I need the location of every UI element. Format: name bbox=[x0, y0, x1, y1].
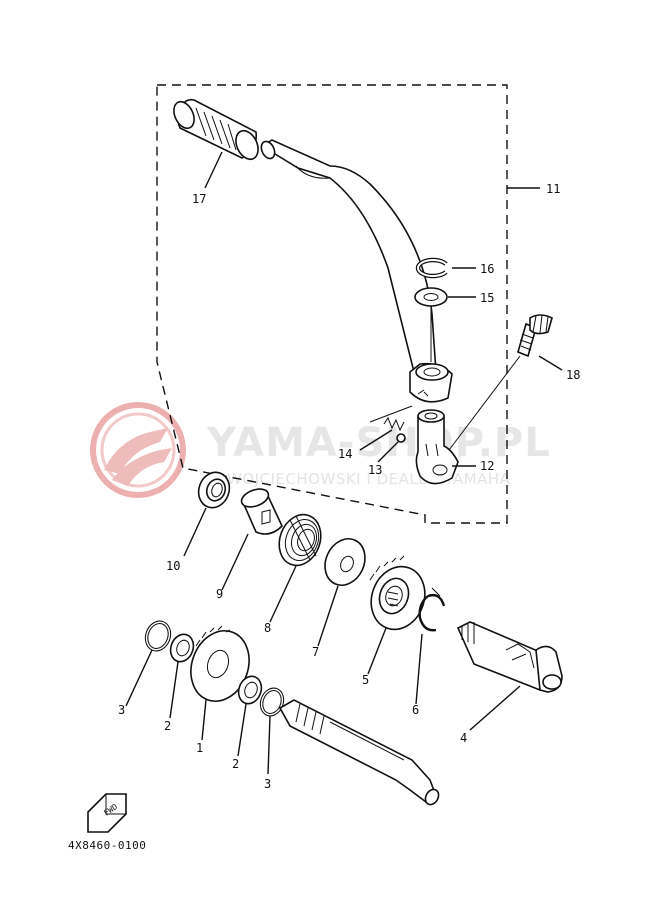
callout-8: 8 bbox=[264, 621, 271, 635]
callout-4: 4 bbox=[460, 731, 467, 745]
kick-axle-4 bbox=[456, 621, 563, 693]
circlip-3-upper bbox=[144, 620, 172, 652]
ratchet-5 bbox=[369, 555, 426, 631]
callout-6: 6 bbox=[412, 703, 419, 717]
watermark-main: YAMA-SHOP.PL bbox=[206, 420, 551, 466]
spring-14 bbox=[383, 416, 405, 432]
callout-17: 17 bbox=[192, 192, 206, 206]
axis-line-18 bbox=[439, 355, 521, 463]
callout-1: 1 bbox=[196, 741, 203, 755]
oil-seal-10 bbox=[197, 471, 231, 509]
collar-9 bbox=[240, 488, 283, 535]
circlip-3-lower bbox=[259, 687, 285, 717]
callout-2-lower: 2 bbox=[232, 757, 239, 771]
callout-11: 11 bbox=[546, 182, 560, 196]
diagram-code: 4X8460-0100 bbox=[68, 839, 146, 852]
kick-lever bbox=[173, 98, 453, 403]
bolt-18 bbox=[517, 314, 553, 358]
washer-2-lower bbox=[237, 675, 263, 705]
callout-14: 14 bbox=[338, 447, 352, 461]
callout-2-upper: 2 bbox=[164, 719, 171, 733]
callout-3-upper: 3 bbox=[118, 703, 125, 717]
callout-18: 18 bbox=[566, 368, 580, 382]
idle-gear-1 bbox=[190, 625, 250, 702]
fwd-arrow-icon: FWD bbox=[87, 793, 127, 833]
assembly-boundary-11 bbox=[156, 84, 508, 524]
callouts: 17 11 16 15 18 14 13 12 10 9 8 7 5 6 4 3… bbox=[118, 182, 580, 791]
callout-16: 16 bbox=[480, 262, 494, 276]
callout-12: 12 bbox=[480, 459, 494, 473]
circlip-16 bbox=[415, 257, 448, 279]
circlip-6 bbox=[418, 587, 446, 632]
callout-3-lower: 3 bbox=[264, 777, 271, 791]
leader-lines bbox=[125, 151, 563, 775]
kick-boss-12 bbox=[415, 409, 459, 485]
countershaft bbox=[278, 699, 440, 806]
callout-10: 10 bbox=[166, 559, 180, 573]
washer-2-upper bbox=[169, 633, 195, 663]
axis-line-14 bbox=[369, 405, 413, 423]
torsion-spring-8 bbox=[278, 513, 322, 567]
washer-7 bbox=[324, 538, 366, 586]
callout-13: 13 bbox=[368, 463, 382, 477]
kick-grip-17 bbox=[173, 98, 259, 161]
callout-5: 5 bbox=[362, 673, 369, 687]
callout-15: 15 bbox=[480, 291, 494, 305]
watermark-logo bbox=[90, 402, 186, 498]
watermark: YAMA-SHOP.PL WOJCIECHOWSKI I DEALER YAMA… bbox=[90, 402, 551, 498]
washer-15 bbox=[414, 287, 448, 307]
callout-7: 7 bbox=[312, 645, 319, 659]
ball-13 bbox=[396, 433, 406, 443]
callout-9: 9 bbox=[216, 587, 223, 601]
